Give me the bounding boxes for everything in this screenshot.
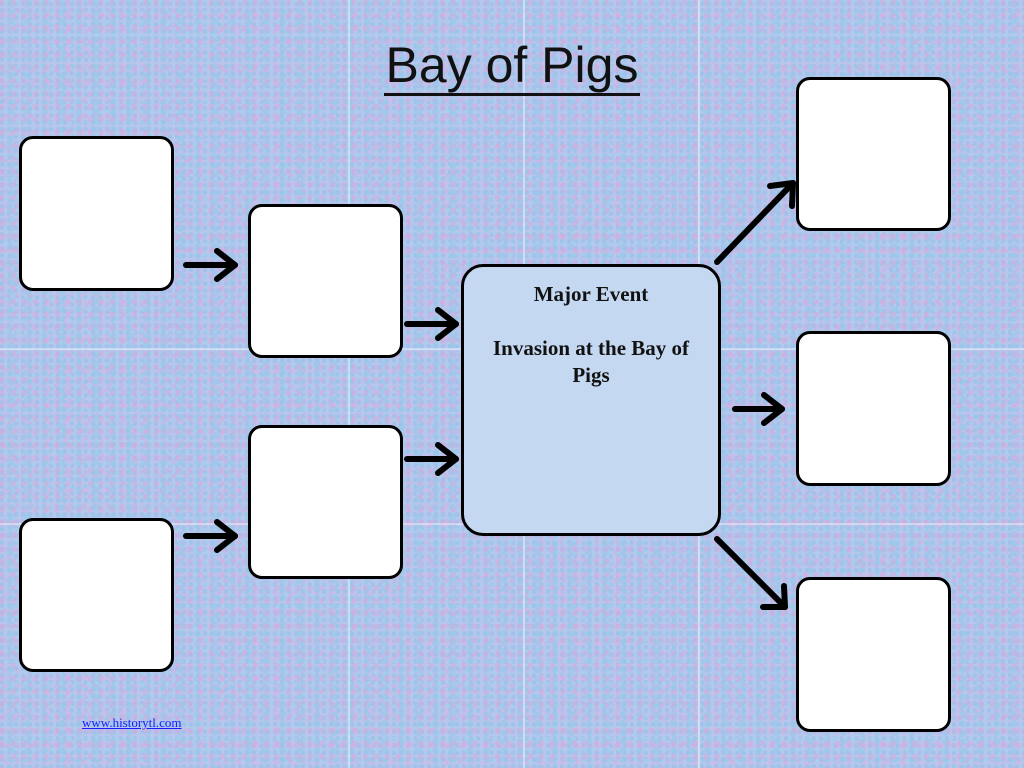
major-event-description: Invasion at the Bay of Pigs <box>492 336 690 387</box>
arrow-to-effect-top <box>714 180 796 265</box>
arrow-to-effect-middle <box>732 392 785 426</box>
major-event-heading: Major Event <box>533 282 649 306</box>
cause-box-bottom-middle[interactable] <box>248 425 403 579</box>
effect-box-bottom[interactable] <box>796 577 951 732</box>
historytl-link[interactable]: www.historytl.com <box>82 715 182 730</box>
arrow-left-top <box>183 248 238 282</box>
cause-box-bottom-left[interactable] <box>19 518 174 672</box>
cause-box-top-middle[interactable] <box>248 204 403 358</box>
cause-box-top-left[interactable] <box>19 136 174 291</box>
major-event-box: Major Event Invasion at the Bay of Pigs <box>461 264 721 536</box>
arrow-left-bottom <box>183 519 238 553</box>
page-title: Bay of Pigs <box>0 34 1024 96</box>
arrow-middle-top <box>404 307 459 341</box>
page-title-text: Bay of Pigs <box>383 37 641 96</box>
effect-box-middle[interactable] <box>796 331 951 486</box>
arrow-middle-bottom <box>404 442 459 476</box>
arrow-to-effect-bottom <box>714 536 788 610</box>
effect-box-top[interactable] <box>796 77 951 231</box>
